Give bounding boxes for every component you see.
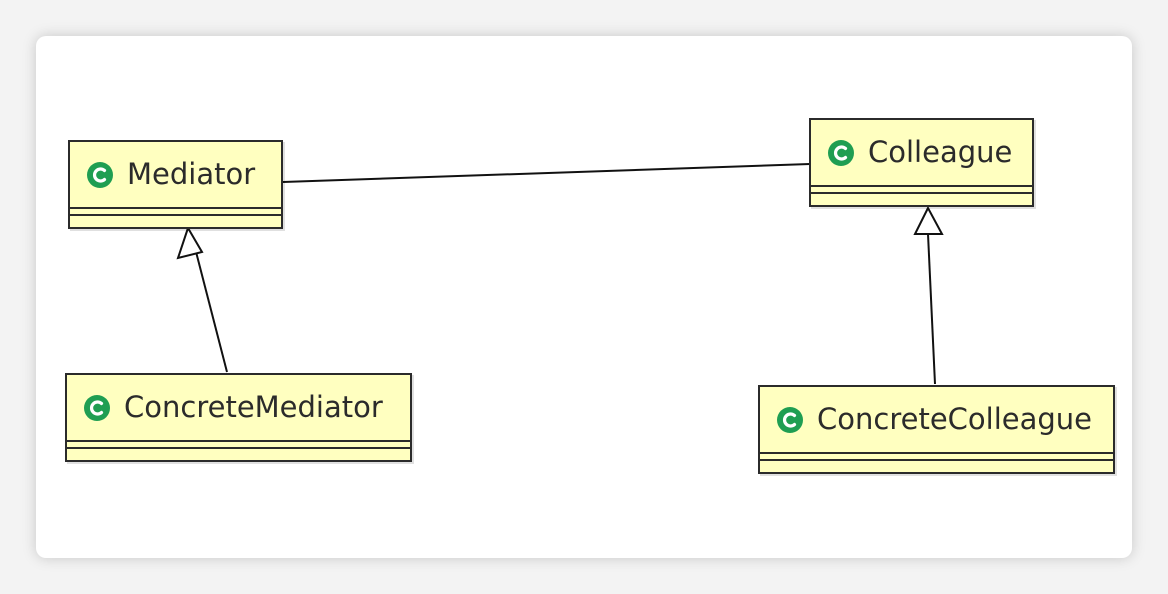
class-header: ConcreteMediator: [67, 375, 410, 440]
class-header: Mediator: [70, 142, 281, 207]
class-mediator[interactable]: Mediator: [68, 140, 283, 229]
class-c-icon: [777, 406, 803, 433]
class-concrete-colleague[interactable]: ConcreteColleague: [758, 385, 1115, 474]
class-header: Colleague: [811, 120, 1032, 185]
attributes-compartment: [70, 207, 281, 214]
operations-compartment: [760, 459, 1113, 466]
operations-compartment: [70, 214, 281, 221]
class-c-icon: [87, 161, 113, 188]
class-c-icon: [84, 394, 110, 421]
class-c-icon: [828, 139, 854, 166]
attributes-compartment: [760, 452, 1113, 459]
class-name: Colleague: [868, 135, 1013, 169]
class-concrete-mediator[interactable]: ConcreteMediator: [65, 373, 412, 462]
class-name: ConcreteMediator: [124, 390, 383, 424]
class-name: Mediator: [127, 157, 256, 191]
inheritance-arrowhead-colleague: [913, 205, 944, 235]
attributes-compartment: [67, 440, 410, 447]
operations-compartment: [67, 447, 410, 454]
generalization-line-mediator: [193, 243, 228, 373]
association-line: [282, 163, 811, 183]
class-header: ConcreteColleague: [760, 387, 1113, 452]
operations-compartment: [811, 192, 1032, 199]
inheritance-arrowhead-mediator: [176, 225, 204, 260]
class-colleague[interactable]: Colleague: [809, 118, 1034, 207]
class-name: ConcreteColleague: [817, 402, 1093, 436]
attributes-compartment: [811, 185, 1032, 192]
generalization-line-colleague: [927, 233, 936, 385]
